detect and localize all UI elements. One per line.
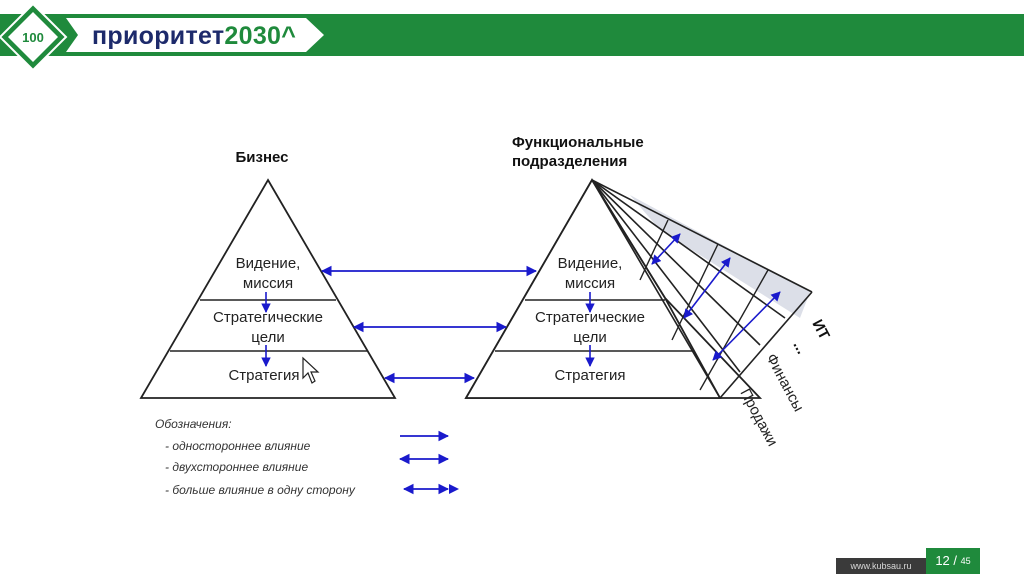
right-pyramid (464, 178, 763, 399)
mouse-cursor-icon (302, 356, 320, 384)
left-level-3-line1: Стратегия (228, 367, 299, 384)
legend-item-stronger: - больше влияние в одну сторону (165, 483, 356, 497)
fan-arrow-3 (712, 291, 781, 361)
page-counter: 12 / 45 (926, 548, 980, 574)
logo-number: 100 (22, 30, 44, 45)
legend-item-one-way: - одностороннее влияние (165, 439, 311, 453)
left-level-1-line2: миссия (243, 275, 293, 292)
left-level-2-line2: цели (251, 329, 284, 346)
left-pyramid (139, 178, 397, 399)
footer-website[interactable]: www.kubsau.ru (836, 558, 926, 574)
brand-name-part1: приоритет (92, 22, 225, 50)
left-level-1-line1: Видение, (236, 255, 301, 272)
legend-item-two-way: - двухстороннее влияние (165, 460, 308, 474)
right-pyramid-title-line2: подразделения (512, 153, 627, 170)
fan-arrow-2 (683, 257, 731, 319)
right-level-2-line1: Стратегические (535, 309, 645, 326)
department-label-more: ... (789, 338, 810, 357)
anniversary-logo-icon: 100 (0, 2, 68, 72)
legend: Обозначения: - одностороннее влияние - д… (155, 417, 459, 497)
department-label-it: ИТ (808, 317, 832, 343)
right-level-3-line1: Стратегия (554, 367, 625, 384)
brand-name-part2: 2030^ (224, 22, 297, 50)
legend-title: Обозначения: (155, 417, 232, 431)
right-level-1-line1: Видение, (558, 255, 623, 272)
page-total: 45 (960, 556, 971, 566)
legend-arrow-stronger-extra-head (449, 484, 459, 494)
right-pyramid-title-line1: Функциональные (512, 134, 644, 151)
right-level-2-line2: цели (573, 329, 606, 346)
brand-name: приоритет2030^ (92, 21, 296, 51)
fan-arrow-1 (651, 233, 681, 265)
left-pyramid-title: Бизнес (235, 149, 288, 166)
left-level-2-line1: Стратегические (213, 309, 323, 326)
department-label-finance: Финансы (762, 351, 807, 415)
page-number: 12 (935, 553, 950, 568)
brand-plate (66, 18, 324, 52)
right-level-1-line2: миссия (565, 275, 615, 292)
